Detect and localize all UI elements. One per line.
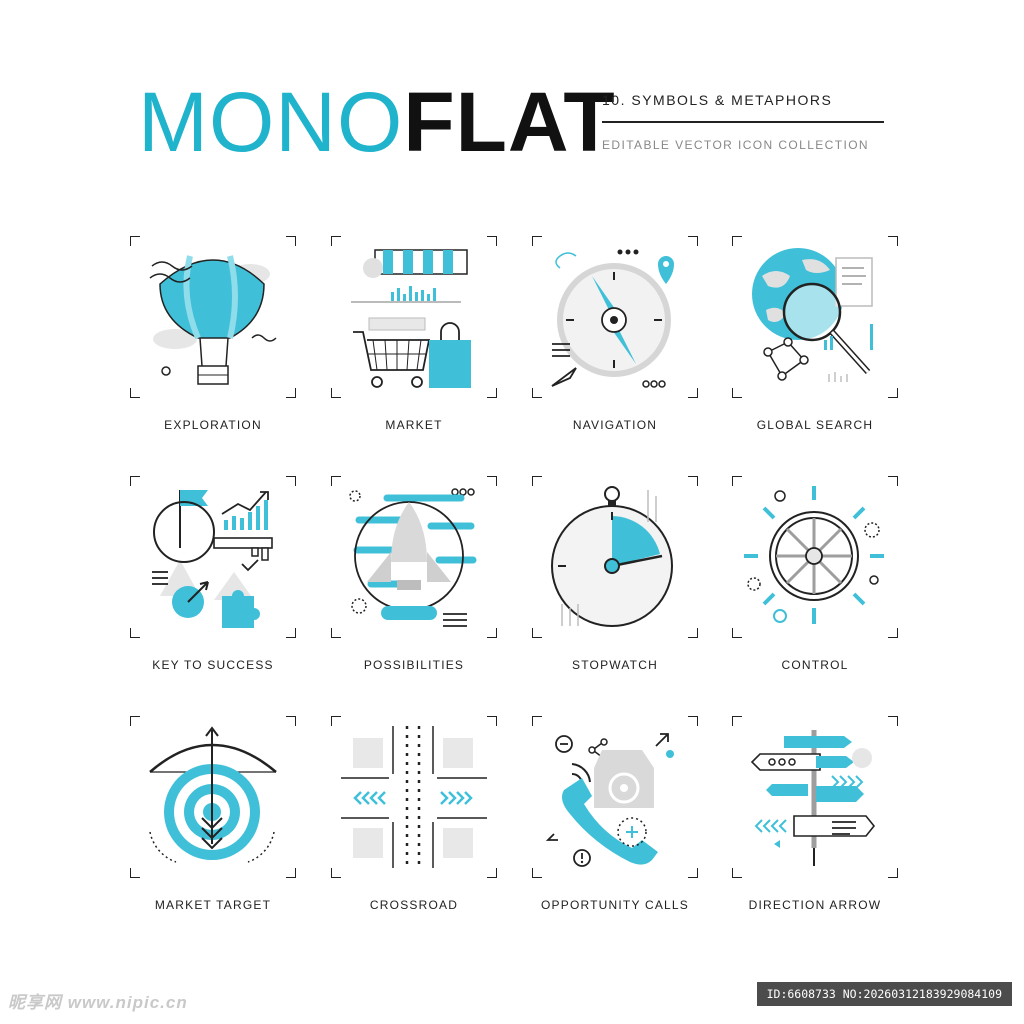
crossroad-icon: [331, 716, 497, 878]
signpost-icon: [732, 716, 898, 878]
brand-title-flat: FLAT: [403, 75, 616, 169]
icon-tile-market[interactable]: [331, 236, 497, 398]
icon-label-exploration: EXPLORATION: [164, 418, 262, 432]
icon-tile-exploration[interactable]: [130, 236, 296, 398]
header-divider: [602, 121, 884, 123]
collection-tagline: EDITABLE VECTOR ICON COLLECTION: [602, 138, 869, 152]
icon-tile-control[interactable]: [732, 476, 898, 638]
hot-air-balloon-icon: [130, 236, 296, 398]
icon-tile-navigation[interactable]: [532, 236, 698, 398]
target-bow-icon: [130, 716, 296, 878]
icon-tile-possibilities[interactable]: [331, 476, 497, 638]
rocket-icon: [331, 476, 497, 638]
icon-label-control: CONTROL: [781, 658, 849, 672]
icon-label-navigation: NAVIGATION: [572, 418, 658, 432]
brand-title-mono: MONO: [138, 75, 404, 169]
brand-title: MONOFLAT: [138, 80, 616, 164]
icon-label-opportunity-calls: OPPORTUNITY CALLS: [541, 898, 689, 912]
icon-tile-market-target[interactable]: [130, 716, 296, 878]
icon-label-global-search: GLOBAL SEARCH: [756, 418, 874, 432]
icon-tile-global-search[interactable]: [732, 236, 898, 398]
globe-search-icon: [732, 236, 898, 398]
ship-wheel-icon: [732, 476, 898, 638]
key-icon: [130, 476, 296, 638]
icon-tile-stopwatch[interactable]: [532, 476, 698, 638]
phone-icon: [532, 716, 698, 878]
icon-label-crossroad: CROSSROAD: [369, 898, 459, 912]
stopwatch-icon: [532, 476, 698, 638]
icon-label-key-to-success: KEY TO SUCCESS: [152, 658, 274, 672]
image-id-badge: ID:6608733 NO:20260312183929084109: [756, 982, 1012, 1006]
icon-tile-direction-arrow[interactable]: [732, 716, 898, 878]
compass-icon: [532, 236, 698, 398]
market-stall-icon: [331, 236, 497, 398]
icon-label-stopwatch: STOPWATCH: [572, 658, 658, 672]
icon-tile-crossroad[interactable]: [331, 716, 497, 878]
icon-label-direction-arrow: DIRECTION ARROW: [748, 898, 882, 912]
watermark-logo: 昵享网 www.nipic.cn: [8, 993, 188, 1012]
icon-tile-opportunity-calls[interactable]: [532, 716, 698, 878]
icon-tile-key-to-success[interactable]: [130, 476, 296, 638]
icon-label-market: MARKET: [385, 418, 443, 432]
icon-label-market-target: MARKET TARGET: [154, 898, 272, 912]
collection-subtitle: 10. SYMBOLS & METAPHORS: [602, 92, 833, 108]
icon-label-possibilities: POSSIBILITIES: [363, 658, 465, 672]
